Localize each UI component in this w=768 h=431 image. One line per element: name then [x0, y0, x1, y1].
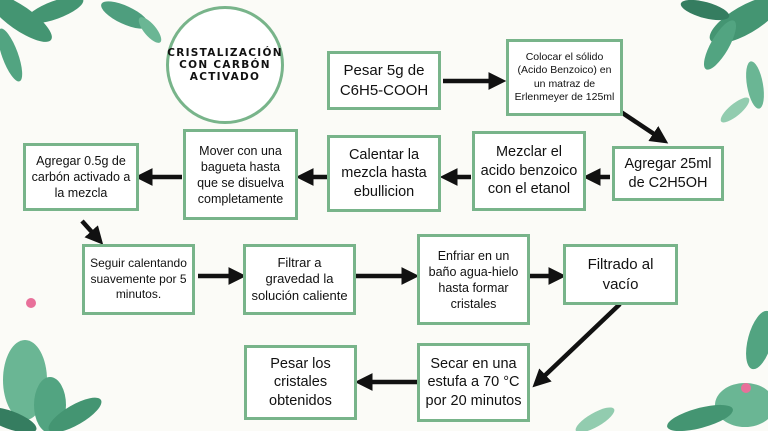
- step-gravity-filter: Filtrar a gravedad la solución caliente: [243, 244, 356, 315]
- step-heat: Calentar la mezcla hasta ebullicion: [327, 135, 441, 212]
- step-stir: Mover con una bagueta hasta que se disue…: [183, 129, 298, 220]
- step-mix: Mezclar el acido benzoico con el etanol: [472, 131, 586, 211]
- arrow-s2-s3: [619, 110, 669, 144]
- arrow-s11-s12: [532, 302, 622, 388]
- step-place-solid: Colocar el sólido (Acido Benzoico) en un…: [506, 39, 623, 116]
- step-oven-dry: Secar en una estufa a 70 °C por 20 minut…: [417, 343, 530, 422]
- step-ice-bath: Enfriar en un baño agua-hielo hasta form…: [417, 234, 530, 325]
- flower-icon: [26, 298, 36, 308]
- flower-icon: [741, 383, 751, 393]
- step-keep-heating: Seguir calentando suavemente por 5 minut…: [82, 244, 195, 315]
- arrow-s7-s8: [80, 219, 104, 245]
- step-weigh-crystals: Pesar los cristales obtenidos: [244, 345, 357, 420]
- step-weigh-acid: Pesar 5g de C6H5-COOH: [327, 51, 441, 110]
- step-add-ethanol: Agregar 25ml de C2H5OH: [612, 146, 724, 201]
- diagram-title: Cristalización con carbón activado: [167, 46, 283, 84]
- step-vacuum-filter: Filtrado al vacío: [563, 244, 678, 305]
- step-add-carbon: Agregar 0.5g de carbón activado a la mez…: [23, 143, 139, 211]
- title-circle: Cristalización con carbón activado: [166, 6, 284, 124]
